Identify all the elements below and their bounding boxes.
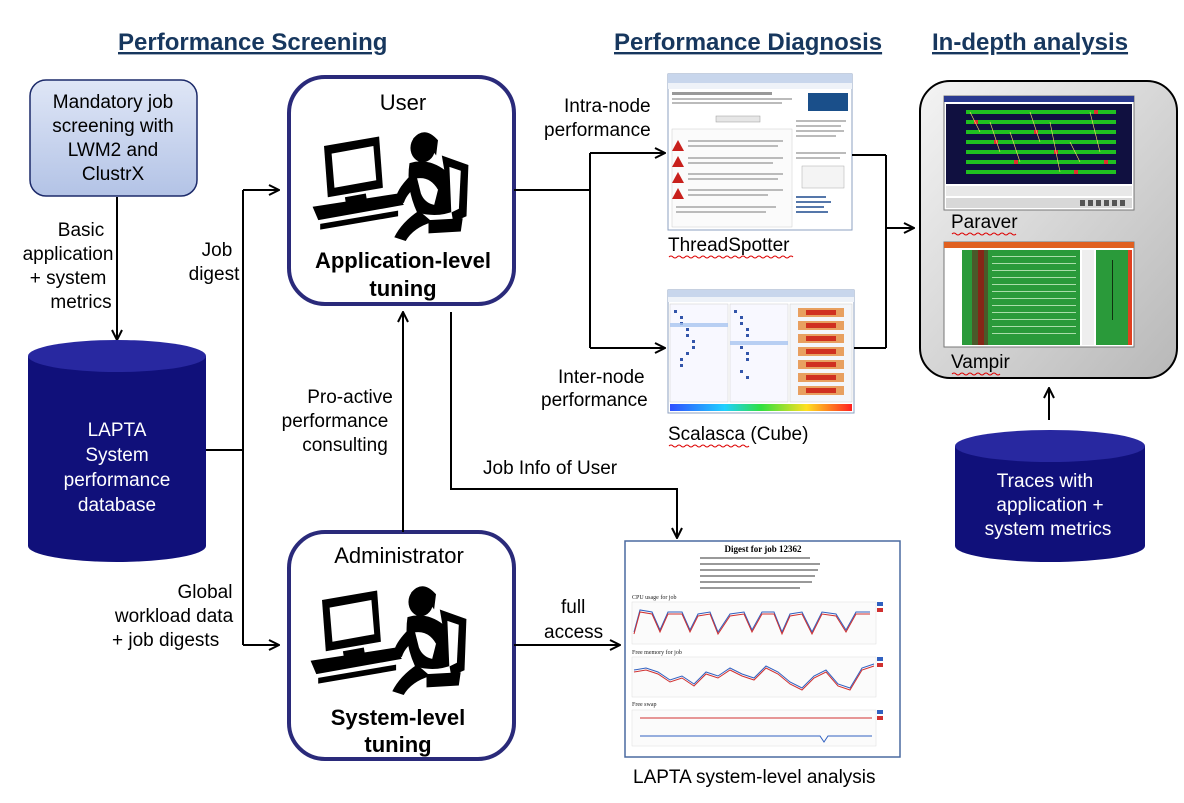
admin-role: Administrator: [334, 543, 464, 568]
svg-text:application: application: [23, 244, 114, 265]
global-workload-label: Global workload data + job digests: [112, 582, 234, 651]
vampir-spellcheck-underline: [951, 372, 1001, 376]
threadspotter-caption: ThreadSpotter: [668, 235, 790, 256]
svg-text:Intra-node: Intra-node: [564, 96, 651, 117]
header-in-depth-analysis: In-depth analysis: [932, 29, 1128, 56]
svg-text:system metrics: system metrics: [985, 519, 1112, 540]
svg-text:metrics: metrics: [50, 292, 111, 313]
digest-chart1-series-a: [633, 609, 870, 634]
threadspotter-spellcheck-underline: [668, 255, 794, 259]
header-performance-diagnosis: Performance Diagnosis: [614, 29, 882, 56]
proactive-label: Pro-active performance consulting: [282, 387, 393, 456]
traces-database: Traces with application + system metrics: [955, 430, 1145, 562]
svg-text:workload data: workload data: [114, 606, 234, 627]
user-role: User: [380, 90, 426, 115]
digest-chart3-series-b: [640, 735, 872, 743]
svg-text:System: System: [85, 445, 148, 466]
svg-text:LAPTA: LAPTA: [88, 420, 147, 441]
admin-title-line2: tuning: [364, 732, 431, 757]
digest-chart3-title: Free swap: [632, 702, 657, 708]
header-performance-screening: Performance Screening: [118, 29, 387, 56]
svg-text:access: access: [544, 622, 603, 643]
vampir-screenshot: [943, 241, 1135, 348]
paraver-caption: Paraver: [951, 212, 1018, 233]
analysis-container: Paraver Vampir: [919, 80, 1178, 379]
svg-text:Traces with: Traces with: [997, 471, 1093, 492]
connector-job-info: [450, 312, 677, 538]
screening-line-4: ClustrX: [82, 164, 145, 185]
svg-text:performance: performance: [282, 411, 389, 432]
svg-text:performance: performance: [541, 390, 648, 411]
digest-chart2-title: Free memory for job: [632, 649, 682, 656]
svg-text:performance: performance: [544, 120, 651, 141]
screening-line-2: screening with: [52, 116, 173, 137]
full-access-label: full access: [544, 597, 603, 643]
intra-node-label: Intra-node performance: [544, 96, 651, 141]
admin-title-line1: System-level: [331, 705, 466, 730]
digest-chart1-series-b: [633, 611, 870, 636]
svg-text:consulting: consulting: [302, 435, 388, 456]
user-title-line2: tuning: [369, 276, 436, 301]
user-box: User Application-level tuning: [287, 75, 516, 306]
job-digest-label: Job digest: [189, 240, 240, 285]
svg-text:Global: Global: [178, 582, 233, 603]
scalasca-screenshot: [667, 289, 855, 414]
svg-text:database: database: [78, 495, 156, 516]
digest-chart2-series-a: [633, 663, 875, 689]
admin-box: Administrator System-level tuning: [287, 530, 516, 761]
paraver-screenshot: [943, 95, 1135, 211]
inter-node-label: Inter-node performance: [541, 367, 648, 411]
svg-text:Pro-active: Pro-active: [307, 387, 393, 408]
job-info-label: Job Info of User: [483, 458, 618, 479]
svg-text:+ system: + system: [30, 268, 107, 289]
threadspotter-screenshot: [667, 73, 853, 231]
svg-text:performance: performance: [64, 470, 171, 491]
svg-text:Basic: Basic: [58, 220, 104, 241]
digest-chart1-title: CPU usage for job: [632, 594, 677, 601]
lapta-database: LAPTA System performance database: [28, 340, 206, 562]
screening-box: Mandatory job screening with LWM2 and Cl…: [29, 79, 198, 197]
svg-text:application +: application +: [996, 495, 1103, 516]
paraver-spellcheck-underline: [951, 232, 1017, 236]
vampir-caption: Vampir: [951, 352, 1010, 373]
scalasca-spellcheck-underline: [668, 444, 750, 448]
basic-metrics-label: Basic application + system metrics: [23, 220, 114, 313]
lapta-digest-panel: Digest for job 12362 CPU usage for job F…: [624, 540, 901, 758]
user-title-line1: Application-level: [315, 248, 491, 273]
svg-text:Inter-node: Inter-node: [558, 367, 645, 388]
screening-line-1: Mandatory job: [53, 92, 173, 113]
screening-line-3: LWM2 and: [68, 140, 158, 161]
svg-text:+ job digests: + job digests: [112, 630, 219, 651]
svg-text:Job: Job: [202, 240, 233, 261]
svg-text:digest: digest: [189, 264, 240, 285]
digest-chart2-series-b: [633, 665, 875, 691]
scalasca-caption: Scalasca (Cube): [668, 424, 808, 445]
svg-text:full: full: [561, 597, 585, 618]
digest-title: Digest for job 12362: [724, 544, 802, 554]
lapta-caption: LAPTA system-level analysis: [633, 767, 876, 788]
